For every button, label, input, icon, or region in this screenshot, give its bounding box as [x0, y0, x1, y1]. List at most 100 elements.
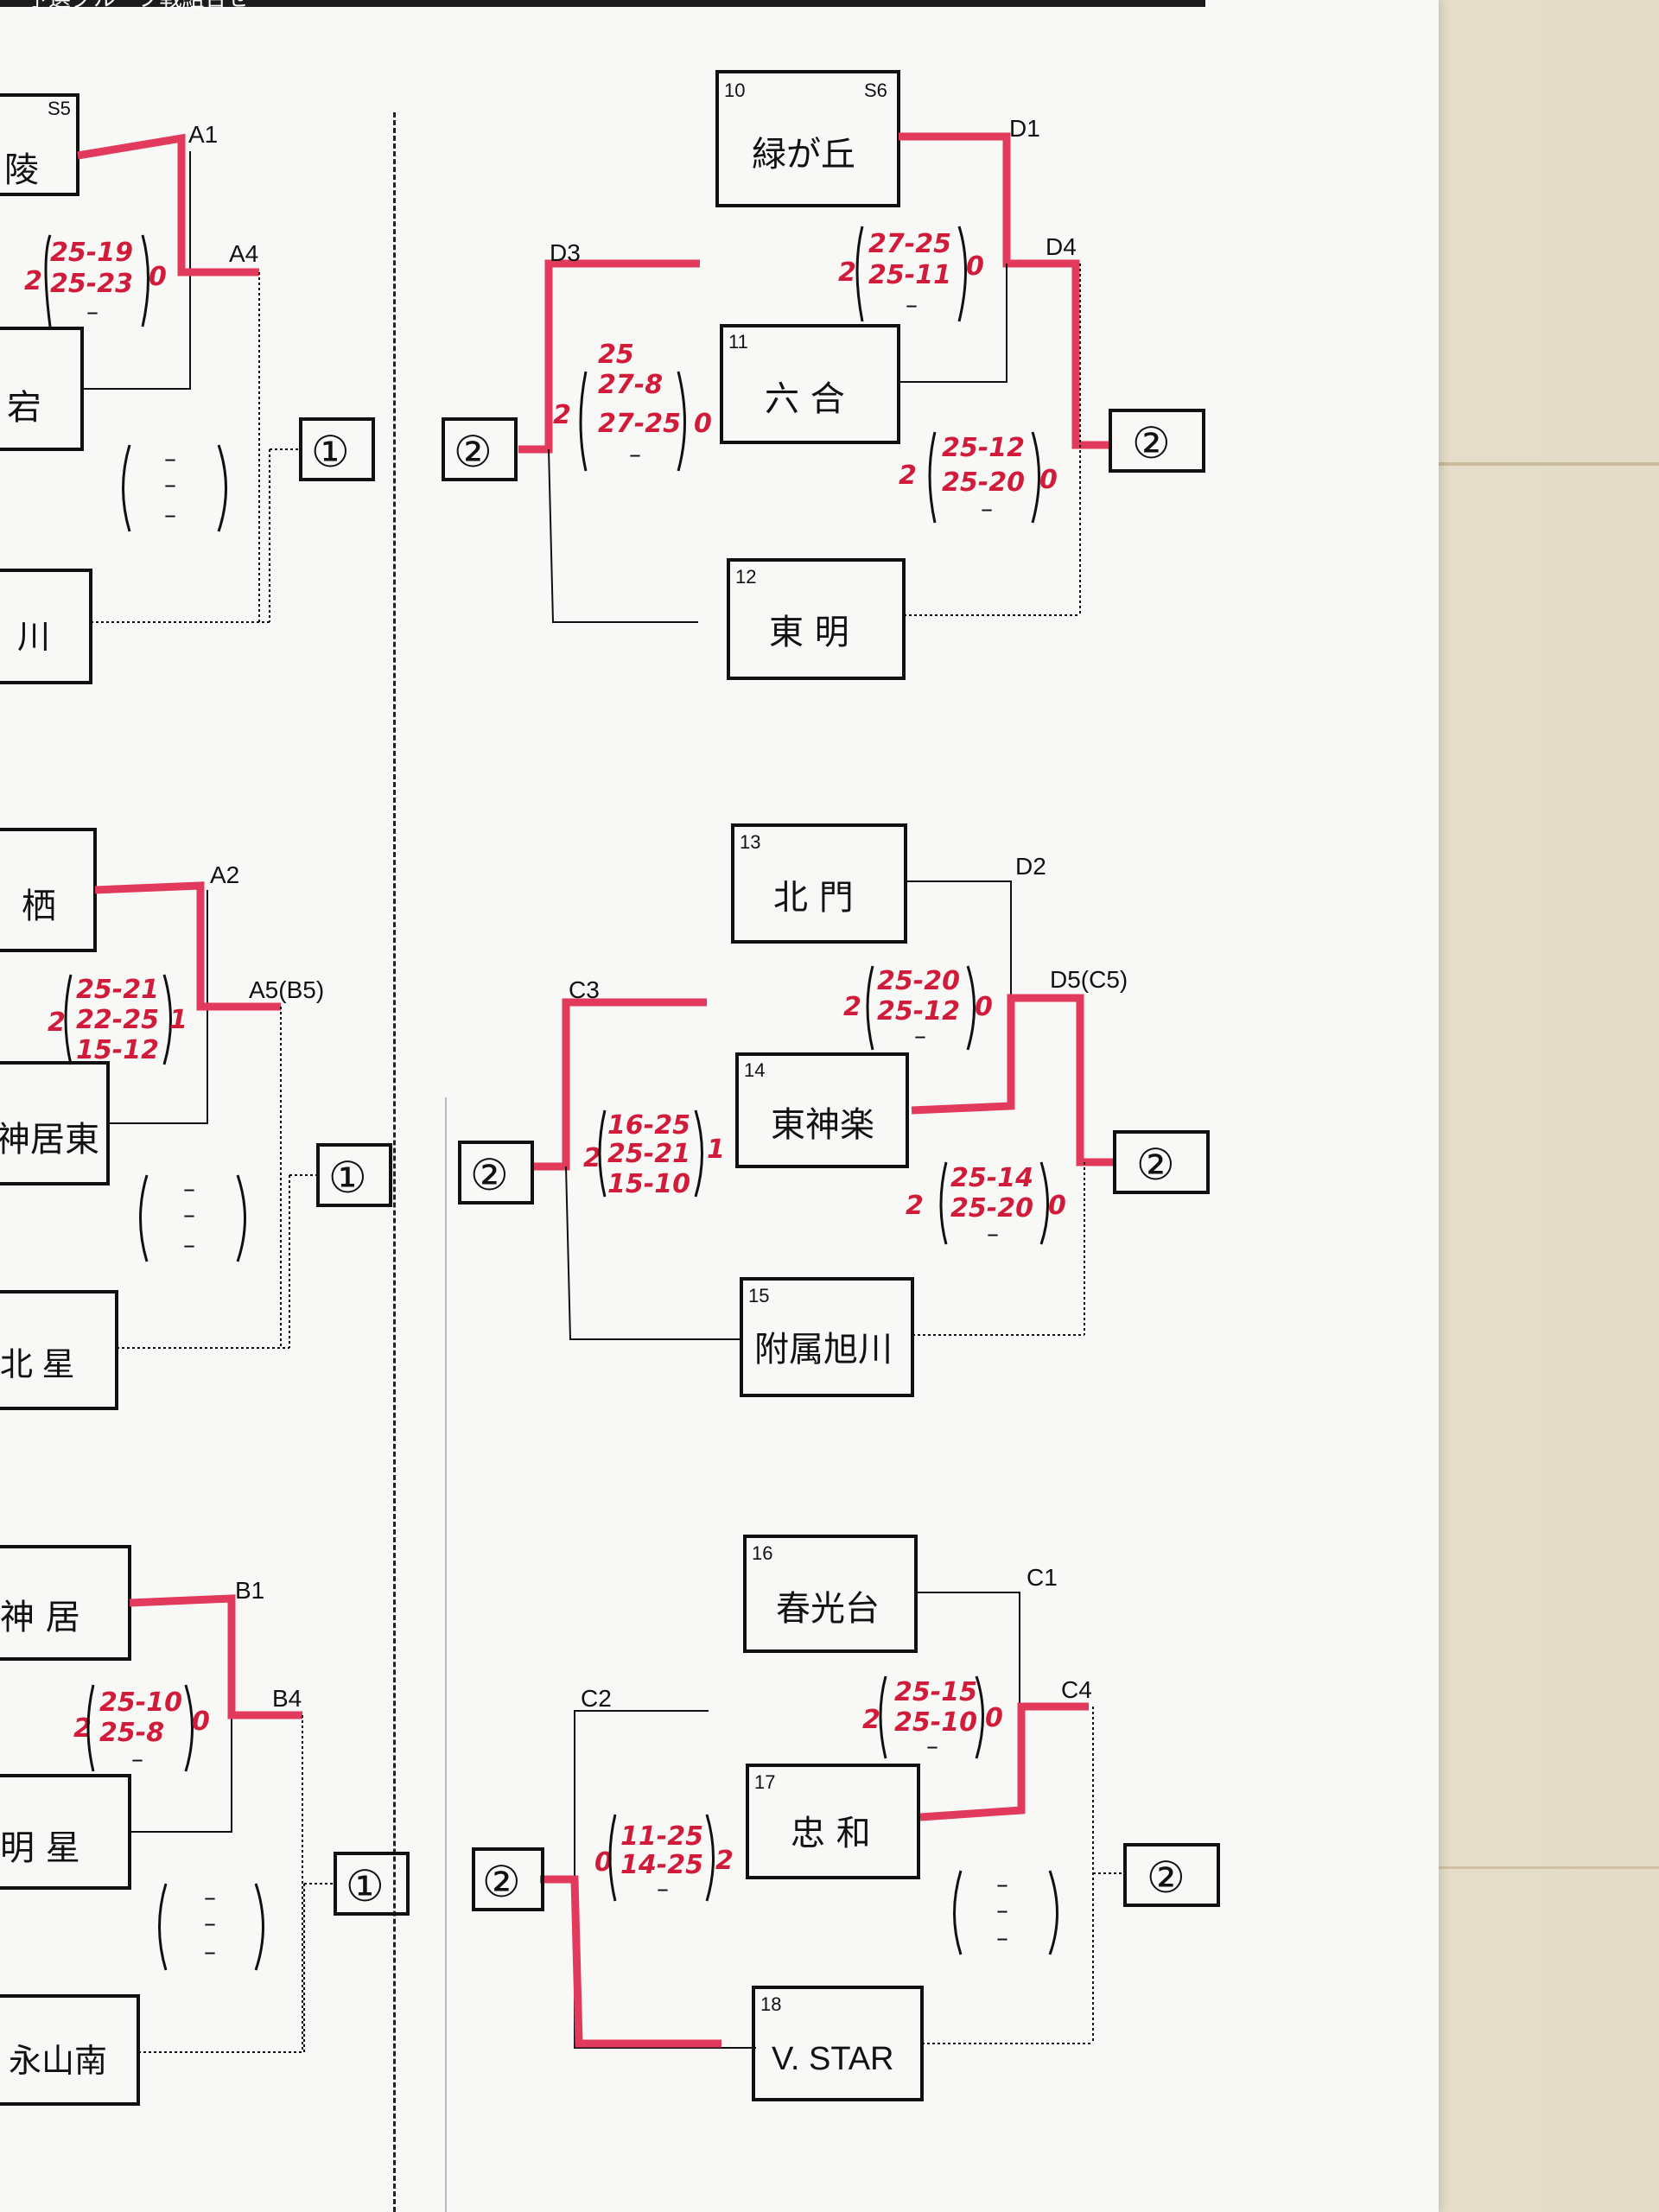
score-bracket	[139, 1174, 149, 1262]
score-set: 25-19	[50, 238, 133, 268]
bracket-line	[565, 1166, 743, 1340]
score-losses: 1	[707, 1135, 725, 1165]
team-box	[0, 93, 79, 196]
score-bracket	[598, 1109, 607, 1198]
rank-mark: ②	[1132, 418, 1171, 468]
score-bracket	[64, 974, 73, 1065]
score-set: 25-20	[950, 1193, 1033, 1224]
empty-set: –	[204, 1937, 216, 1966]
team-number: 17	[754, 1771, 775, 1793]
score-wins: 2	[48, 1007, 66, 1038]
score-set: 14-25	[620, 1850, 703, 1880]
team-box	[735, 1052, 909, 1168]
team-box	[0, 1994, 140, 2106]
node-label: C3	[569, 976, 600, 1003]
rank-mark: ①	[311, 427, 350, 477]
score-set: 15-10	[607, 1169, 690, 1199]
score-bracket	[866, 965, 874, 1051]
bracket-line	[108, 890, 208, 1124]
empty-set: –	[204, 1883, 216, 1911]
empty-set: –	[164, 470, 176, 499]
node-label: D3	[550, 239, 581, 266]
rank-box	[472, 1847, 544, 1911]
score-set: 25-21	[76, 975, 159, 1005]
block-left-mid: 栖 神居東 北 星 A2 A5(B5) 2 25-21 22-25 15-12 …	[0, 828, 392, 1410]
score-bracket	[579, 371, 588, 472]
rank-mark: ①	[328, 1153, 367, 1203]
column-divider	[393, 112, 396, 2212]
score-set: 25-10	[894, 1707, 977, 1738]
score-wins: 2	[583, 1143, 601, 1173]
team-name: 川	[17, 620, 50, 656]
score-set: –	[981, 494, 993, 523]
score-bracket	[966, 965, 976, 1051]
score-bracket	[184, 1684, 194, 1772]
score-losses: 1	[169, 1005, 188, 1035]
score-bracket	[953, 1870, 963, 1955]
team-name: 宕	[7, 388, 41, 428]
rank-mark: ①	[346, 1861, 385, 1911]
score-bracket	[975, 1675, 984, 1759]
score-bracket	[122, 444, 131, 532]
score-set: –	[86, 297, 99, 326]
rank-mark: ②	[470, 1150, 509, 1200]
score-set: 16-25	[607, 1110, 690, 1141]
bracket-diagram: S5 陵 宕 川 A1 A4 2 25-19 25-23 – 0	[0, 70, 1220, 2106]
score-losses: 0	[694, 409, 712, 439]
score-set: 27-25	[868, 229, 951, 259]
score-set: 11-25	[620, 1821, 703, 1852]
score-set: 25-11	[868, 260, 951, 290]
node-label: A2	[210, 861, 239, 888]
score-losses: 0	[1039, 465, 1058, 495]
score-bracket	[705, 1814, 715, 1902]
bracket-line	[82, 151, 191, 390]
rank-mark: ②	[1136, 1140, 1175, 1190]
node-label: C4	[1061, 1676, 1092, 1703]
team-number: 14	[744, 1059, 765, 1081]
team-name: 六 合	[765, 379, 845, 419]
team-name: 忠 和	[791, 1814, 871, 1853]
score-wins: 0	[594, 1847, 613, 1878]
team-name: 北 星	[0, 1347, 75, 1383]
score-set: 25-14	[950, 1163, 1033, 1193]
block-right-top: 10 S6 緑が丘 11 六 合 12 東 明 D1 D4 D3 2 27-25…	[442, 70, 1205, 680]
score-losses: 0	[149, 262, 167, 292]
score-bracket	[86, 1684, 95, 1772]
score-set: –	[131, 1745, 143, 1773]
score-bracket	[1048, 1870, 1058, 1955]
winner-path	[129, 1594, 302, 1719]
block-left-top: S5 陵 宕 川 A1 A4 2 25-19 25-23 – 0	[0, 93, 375, 684]
node-label: D5(C5)	[1050, 966, 1128, 993]
winner-path	[899, 132, 1110, 449]
winner-path	[77, 133, 259, 276]
rank-box	[1109, 409, 1205, 473]
node-label: D1	[1009, 115, 1040, 142]
score-losses: 0	[192, 1707, 210, 1737]
empty-set: –	[183, 1200, 195, 1229]
score-set: 25-23	[50, 269, 133, 299]
block-left-bot: 神 居 明 星 永山南 B1 B4 2 25-10 25-8 – 0 – – –	[0, 1545, 410, 2106]
score-bracket	[608, 1814, 617, 1902]
team-name: 北 門	[773, 878, 854, 918]
sheet-fold-line	[445, 1097, 447, 2212]
score-wins: 2	[838, 257, 856, 288]
score-set: –	[657, 1874, 669, 1903]
score-bracket	[855, 226, 864, 322]
score-set: 25-20	[877, 966, 960, 996]
bracket-sheet: 予選グループ戦組合せ S5 陵 宕 川 A1 A4 2 25-19	[0, 0, 1439, 2212]
rank-mark: ②	[482, 1857, 521, 1907]
team-box	[720, 324, 900, 444]
team-name: 東神楽	[771, 1105, 874, 1145]
team-number: 15	[748, 1285, 769, 1306]
score-bracket	[677, 371, 686, 472]
team-number: 18	[760, 1993, 781, 2015]
node-label: A1	[188, 121, 218, 148]
empty-set: –	[183, 1174, 195, 1203]
node-label: A5(B5)	[249, 976, 324, 1003]
team-box	[740, 1277, 914, 1397]
score-set: 25-10	[99, 1688, 182, 1718]
rank-box	[442, 417, 518, 481]
score-losses: 0	[966, 251, 984, 282]
rank-box	[1123, 1843, 1220, 1907]
score-set: –	[914, 1021, 926, 1050]
